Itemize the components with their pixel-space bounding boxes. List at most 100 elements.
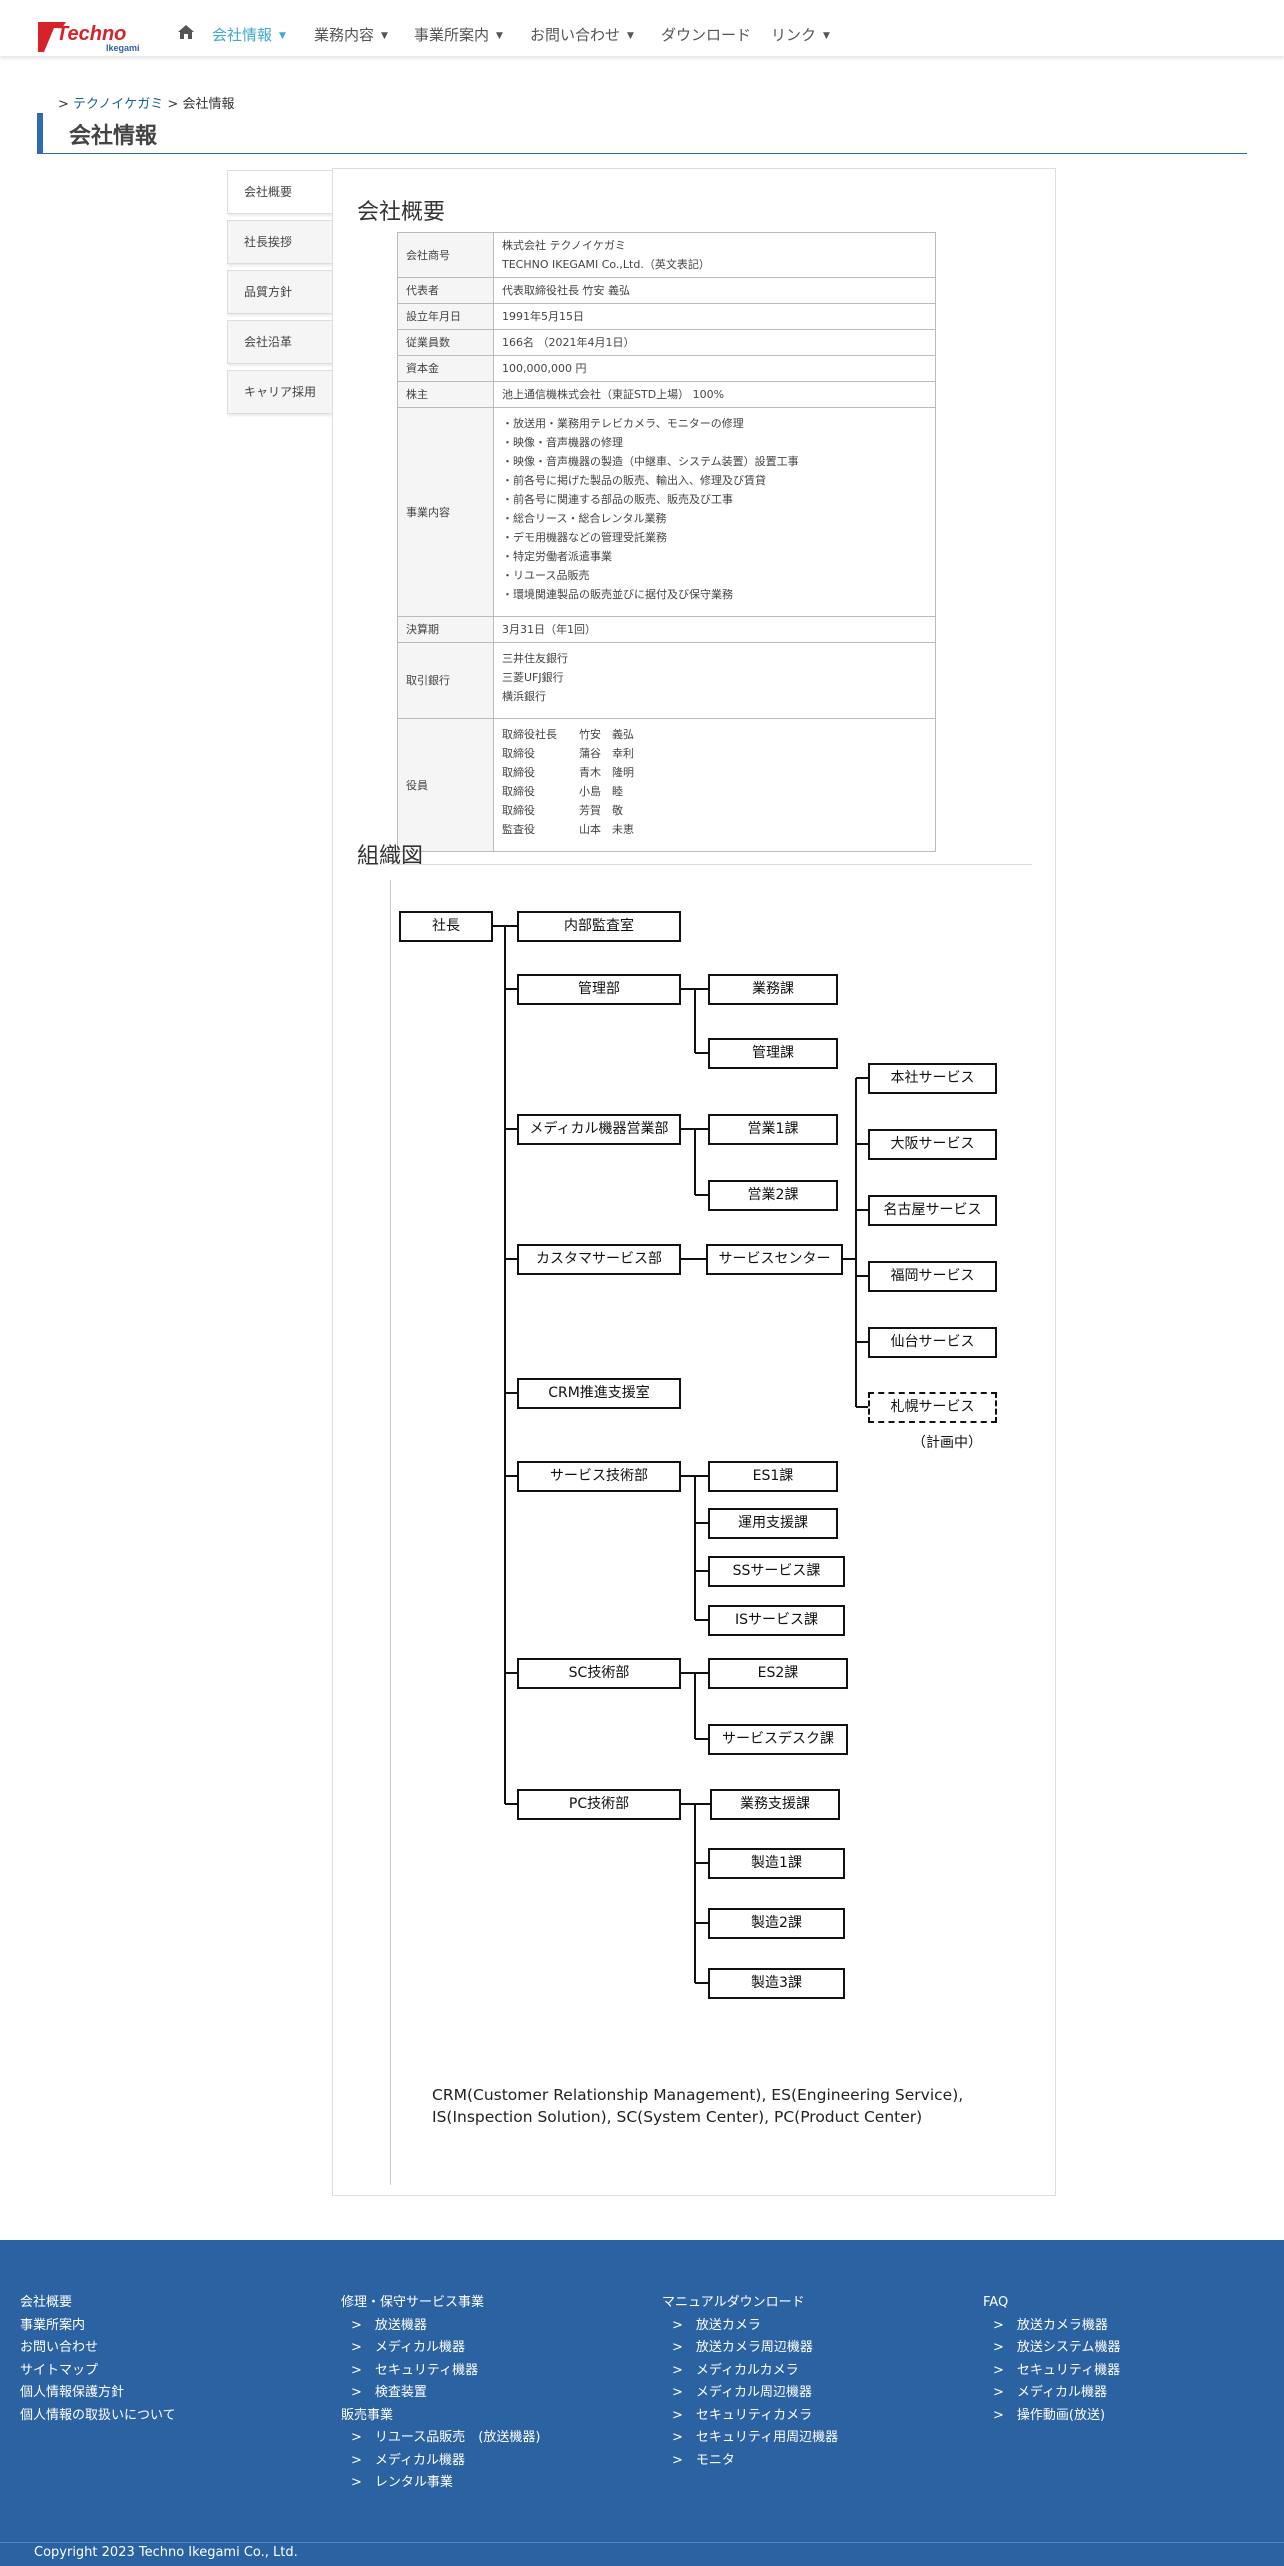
org-box-service-center: サービスセンター (706, 1244, 843, 1275)
info-table-row: 役員取締役社長 竹安 義弘取締役 蒲谷 幸利取締役 青木 隆明取締役 小島 睦取… (397, 718, 936, 852)
footer-sub-link[interactable]: > セキュリティ機器 (993, 2362, 1121, 2378)
side-tab-greeting[interactable]: 社長挨拶 (227, 220, 333, 264)
info-value-line: ・映像・音声機器の修理 (502, 436, 623, 449)
org-box-manufacturing3-section: 製造3課 (708, 1968, 845, 1999)
info-value-line: 取締役 小島 睦 (502, 785, 623, 798)
info-row-label: 従業員数 (397, 329, 494, 356)
info-value-line: 代表取締役社長 竹安 義弘 (502, 284, 630, 297)
info-table-row: 取引銀行三井住友銀行三菱UFJ銀行横浜銀行 (397, 642, 936, 719)
org-box-is-service-section: ISサービス課 (708, 1605, 845, 1636)
org-box-business-section: 業務課 (708, 974, 838, 1005)
footer-link[interactable]: サイトマップ (20, 2362, 99, 2378)
info-value-line: 取締役 芳賀 敬 (502, 804, 623, 817)
footer-heading-link[interactable]: 修理・保守サービス事業 (341, 2295, 485, 2310)
footer-sub-link[interactable]: > セキュリティ用周辺機器 (672, 2430, 839, 2445)
org-box-admin-section: 管理課 (708, 1038, 838, 1069)
org-box-es1-section: ES1課 (708, 1461, 838, 1492)
info-value-line: 取締役 青木 隆明 (502, 766, 634, 779)
info-value-line: 100,000,000 円 (502, 362, 587, 375)
footer-sub-link[interactable]: > 放送カメラ (672, 2317, 761, 2333)
nav-item-contact[interactable]: お問い合わせ▼ (530, 26, 634, 44)
nav-item-offices[interactable]: 事業所案内▼ (414, 26, 503, 44)
footer-sub-link[interactable]: > メディカル機器 (351, 2452, 465, 2468)
footer-sub-link[interactable]: > メディカル機器 (351, 2340, 465, 2355)
info-table-row: 代表者代表取締役社長 竹安 義弘 (397, 277, 936, 304)
footer-column-manuals: マニュアルダウンロード > 放送カメラ > 放送カメラ周辺機器 > メディカルカメラ >… (662, 2292, 838, 2472)
breadcrumb-home-link[interactable]: テクノイケガミ (73, 97, 164, 112)
planned-note: （計画中） (912, 1435, 982, 1451)
info-row-label: 代表者 (397, 277, 494, 304)
top-navbar: Techno Ikegami 会社情報▼ 業務内容▼ 事業所案内▼ お問い合わせ… (0, 0, 1284, 56)
info-row-value: 池上通信機株式会社（東証STD上場） 100% (493, 381, 936, 408)
info-value-line: ・特定労働者派遣事業 (502, 550, 612, 563)
org-box-service-desk-section: サービスデスク課 (708, 1724, 848, 1755)
caret-down-icon: ▼ (823, 31, 830, 41)
org-box-internal-audit: 内部監査室 (517, 911, 681, 942)
footer-link[interactable]: 事業所案内 (20, 2317, 86, 2333)
footer-sub-link[interactable]: > モニタ (672, 2452, 735, 2468)
page-title-bar: 会社情報 (37, 113, 1247, 154)
site-footer: 会社概要事業所案内お問い合わせサイトマップ個人情報保護方針個人情報の取扱いについ… (0, 2240, 1284, 2566)
org-box-pc-tech-dept: PC技術部 (517, 1789, 681, 1820)
org-box-es2-section: ES2課 (708, 1658, 848, 1689)
org-box-manufacturing2-section: 製造2課 (708, 1908, 845, 1939)
footer-sub-link[interactable]: > 放送カメラ周辺機器 (672, 2340, 813, 2355)
breadcrumb: > テクノイケガミ > 会社情報 (58, 97, 235, 112)
footer-link[interactable]: 個人情報保護方針 (20, 2385, 125, 2400)
footer-sub-link[interactable]: > リユース品販売 (放送機器) (351, 2430, 541, 2445)
org-box-manufacturing1-section: 製造1課 (708, 1848, 845, 1879)
info-value-line: ・環境関連製品の販売並びに据付及び保守業務 (502, 588, 733, 601)
footer-heading-link[interactable]: FAQ (983, 2295, 1009, 2310)
techno-ikegami-logo[interactable]: Techno Ikegami (36, 18, 154, 54)
footer-sub-link[interactable]: > 放送機器 (351, 2317, 427, 2333)
nav-item-company[interactable]: 会社情報▼ (212, 26, 286, 44)
footer-sub-link[interactable]: > 放送システム機器 (993, 2340, 1121, 2355)
footer-link[interactable]: お問い合わせ (20, 2340, 99, 2355)
footer-sub-link[interactable]: > 操作動画(放送) (993, 2407, 1106, 2423)
footer-sub-link[interactable]: > 検査装置 (351, 2385, 427, 2400)
home-icon[interactable] (178, 25, 194, 39)
info-row-label: 役員 (397, 718, 494, 852)
footer-link[interactable]: 会社概要 (20, 2295, 73, 2310)
info-row-label: 株主 (397, 381, 494, 408)
side-tab-quality[interactable]: 品質方針 (227, 270, 333, 314)
info-value-line: ・デモ用機器などの管理受託業務 (502, 531, 667, 544)
footer-sub-link[interactable]: > メディカル機器 (993, 2385, 1107, 2400)
footer-heading-link[interactable]: マニュアルダウンロード (662, 2295, 805, 2310)
footer-sub-link[interactable]: > メディカルカメラ (672, 2362, 799, 2378)
org-box-sales1-section: 営業1課 (708, 1114, 838, 1145)
footer-sub-link[interactable]: > 放送カメラ機器 (993, 2317, 1108, 2333)
footer-sub-link[interactable]: > セキュリティカメラ (672, 2407, 813, 2423)
org-box-fukuoka-service: 福岡サービス (868, 1261, 997, 1292)
info-row-value: 1991年5月15日 (493, 303, 936, 330)
side-tab-history[interactable]: 会社沿革 (227, 320, 333, 364)
breadcrumb-current: 会社情報 (182, 97, 235, 112)
info-value-line: ・映像・音声機器の製造（中継車、システム装置）設置工事 (502, 455, 799, 468)
info-value-line: ・前各号に掲げた製品の販売、輸出入、修理及び賃貸 (502, 474, 766, 487)
content-divider (390, 880, 391, 2185)
info-row-value: 三井住友銀行三菱UFJ銀行横浜銀行 (493, 642, 936, 719)
info-value-line: 横浜銀行 (502, 690, 546, 703)
org-chart-title: 組織図 (357, 844, 424, 869)
copyright: Copyright 2023 Techno Ikegami Co., Ltd. (34, 2545, 298, 2560)
org-box-sapporo-service: 札幌サービス (868, 1392, 997, 1423)
logo-sub-text: Ikegami (106, 43, 140, 53)
side-tab-overview[interactable]: 会社概要 (227, 170, 333, 214)
side-tab-career[interactable]: キャリア採用 (227, 370, 333, 414)
org-box-ss-service-section: SSサービス課 (708, 1556, 845, 1587)
section-rule (390, 864, 1032, 865)
info-row-label: 会社商号 (397, 232, 494, 278)
footer-sub-link[interactable]: > メディカル周辺機器 (672, 2385, 812, 2400)
footer-link[interactable]: 個人情報の取扱いについて (20, 2407, 176, 2423)
footer-sub-link[interactable]: > セキュリティ機器 (351, 2362, 479, 2378)
footer-sub-link[interactable]: > レンタル事業 (351, 2475, 453, 2490)
footer-column-faq: FAQ > 放送カメラ機器 > 放送システム機器 > セキュリティ機器 > メディカル機… (983, 2292, 1121, 2427)
footer-heading-link[interactable]: 販売事業 (341, 2407, 394, 2423)
nav-item-business[interactable]: 業務内容▼ (314, 26, 388, 44)
nav-item-links[interactable]: リンク▼ (771, 26, 830, 44)
info-row-value: 取締役社長 竹安 義弘取締役 蒲谷 幸利取締役 青木 隆明取締役 小島 睦取締役… (493, 718, 936, 852)
caret-down-icon: ▼ (381, 31, 388, 41)
nav-item-download[interactable]: ダウンロード (661, 26, 752, 44)
